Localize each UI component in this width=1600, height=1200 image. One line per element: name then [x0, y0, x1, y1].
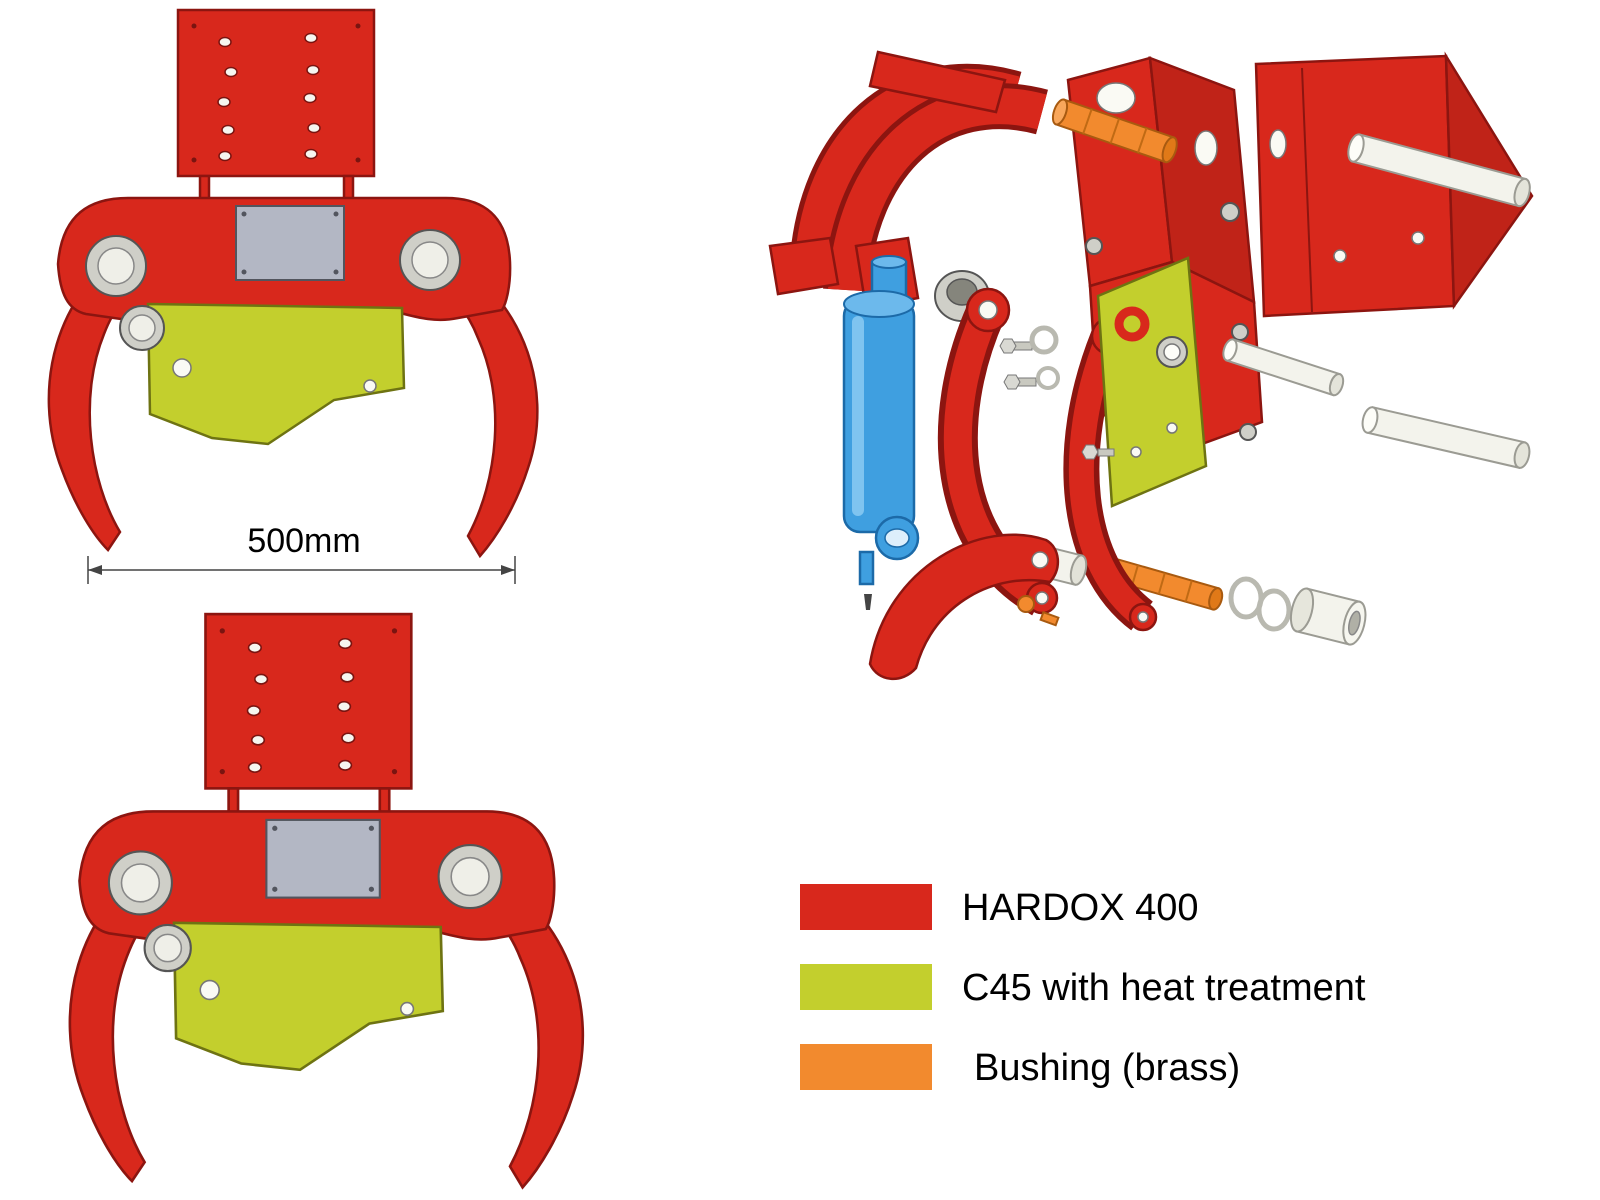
- arch-foot: [768, 236, 840, 296]
- bottom-claw: [868, 533, 1059, 681]
- dimension-arrow-left: [88, 565, 102, 575]
- hex-nut: [1220, 202, 1240, 222]
- small-screw: [864, 594, 872, 610]
- bolt-head: [1239, 423, 1257, 441]
- bolt-head: [1085, 237, 1103, 255]
- cylinder-rod: [858, 550, 875, 586]
- hex-bolt: [1003, 374, 1021, 390]
- legend: HARDOX 400 C45 with heat treatment Bushi…: [800, 884, 1366, 1090]
- retaining-rings: [1228, 576, 1292, 632]
- hardware-cluster: [999, 325, 1115, 460]
- arch-arm: [768, 50, 1048, 310]
- brass-fitting: [1017, 595, 1035, 613]
- legend-swatch-c45: [800, 964, 932, 1010]
- steel-pin-middle: [1222, 338, 1345, 397]
- steel-bushing-right: [1289, 587, 1367, 646]
- steel-pin-top: [1347, 133, 1531, 208]
- dimension-label: 500mm: [247, 522, 360, 560]
- hex-bolt: [999, 338, 1017, 354]
- bolt-head: [1231, 323, 1249, 341]
- brass-bushing-top: [1051, 98, 1178, 164]
- washer-ring: [1029, 325, 1059, 355]
- brass-fitting-small: [1039, 610, 1060, 627]
- red-ring: [1114, 306, 1150, 342]
- legend-label-hardox: HARDOX 400: [962, 887, 1199, 929]
- dimension-annotation: 500mm: [87, 522, 516, 584]
- legend-swatch-hardox: [800, 884, 932, 930]
- front-view-bottom: [68, 612, 585, 1189]
- dimension-arrow-right: [501, 565, 515, 575]
- washer-ring: [1036, 366, 1060, 390]
- exploded-view: [768, 50, 1534, 681]
- front-view-top: [47, 8, 539, 558]
- hex-bolt: [1081, 444, 1099, 460]
- c45-plate: [1096, 256, 1208, 508]
- legend-label-bushing: Bushing (brass): [974, 1047, 1240, 1089]
- steel-pin-bottom: [1361, 406, 1531, 469]
- arch-top-plate: [868, 50, 1007, 114]
- legend-label-c45: C45 with heat treatment: [962, 967, 1366, 1009]
- legend-swatch-bushing: [800, 1044, 932, 1090]
- hydraulic-cylinder: [842, 255, 920, 610]
